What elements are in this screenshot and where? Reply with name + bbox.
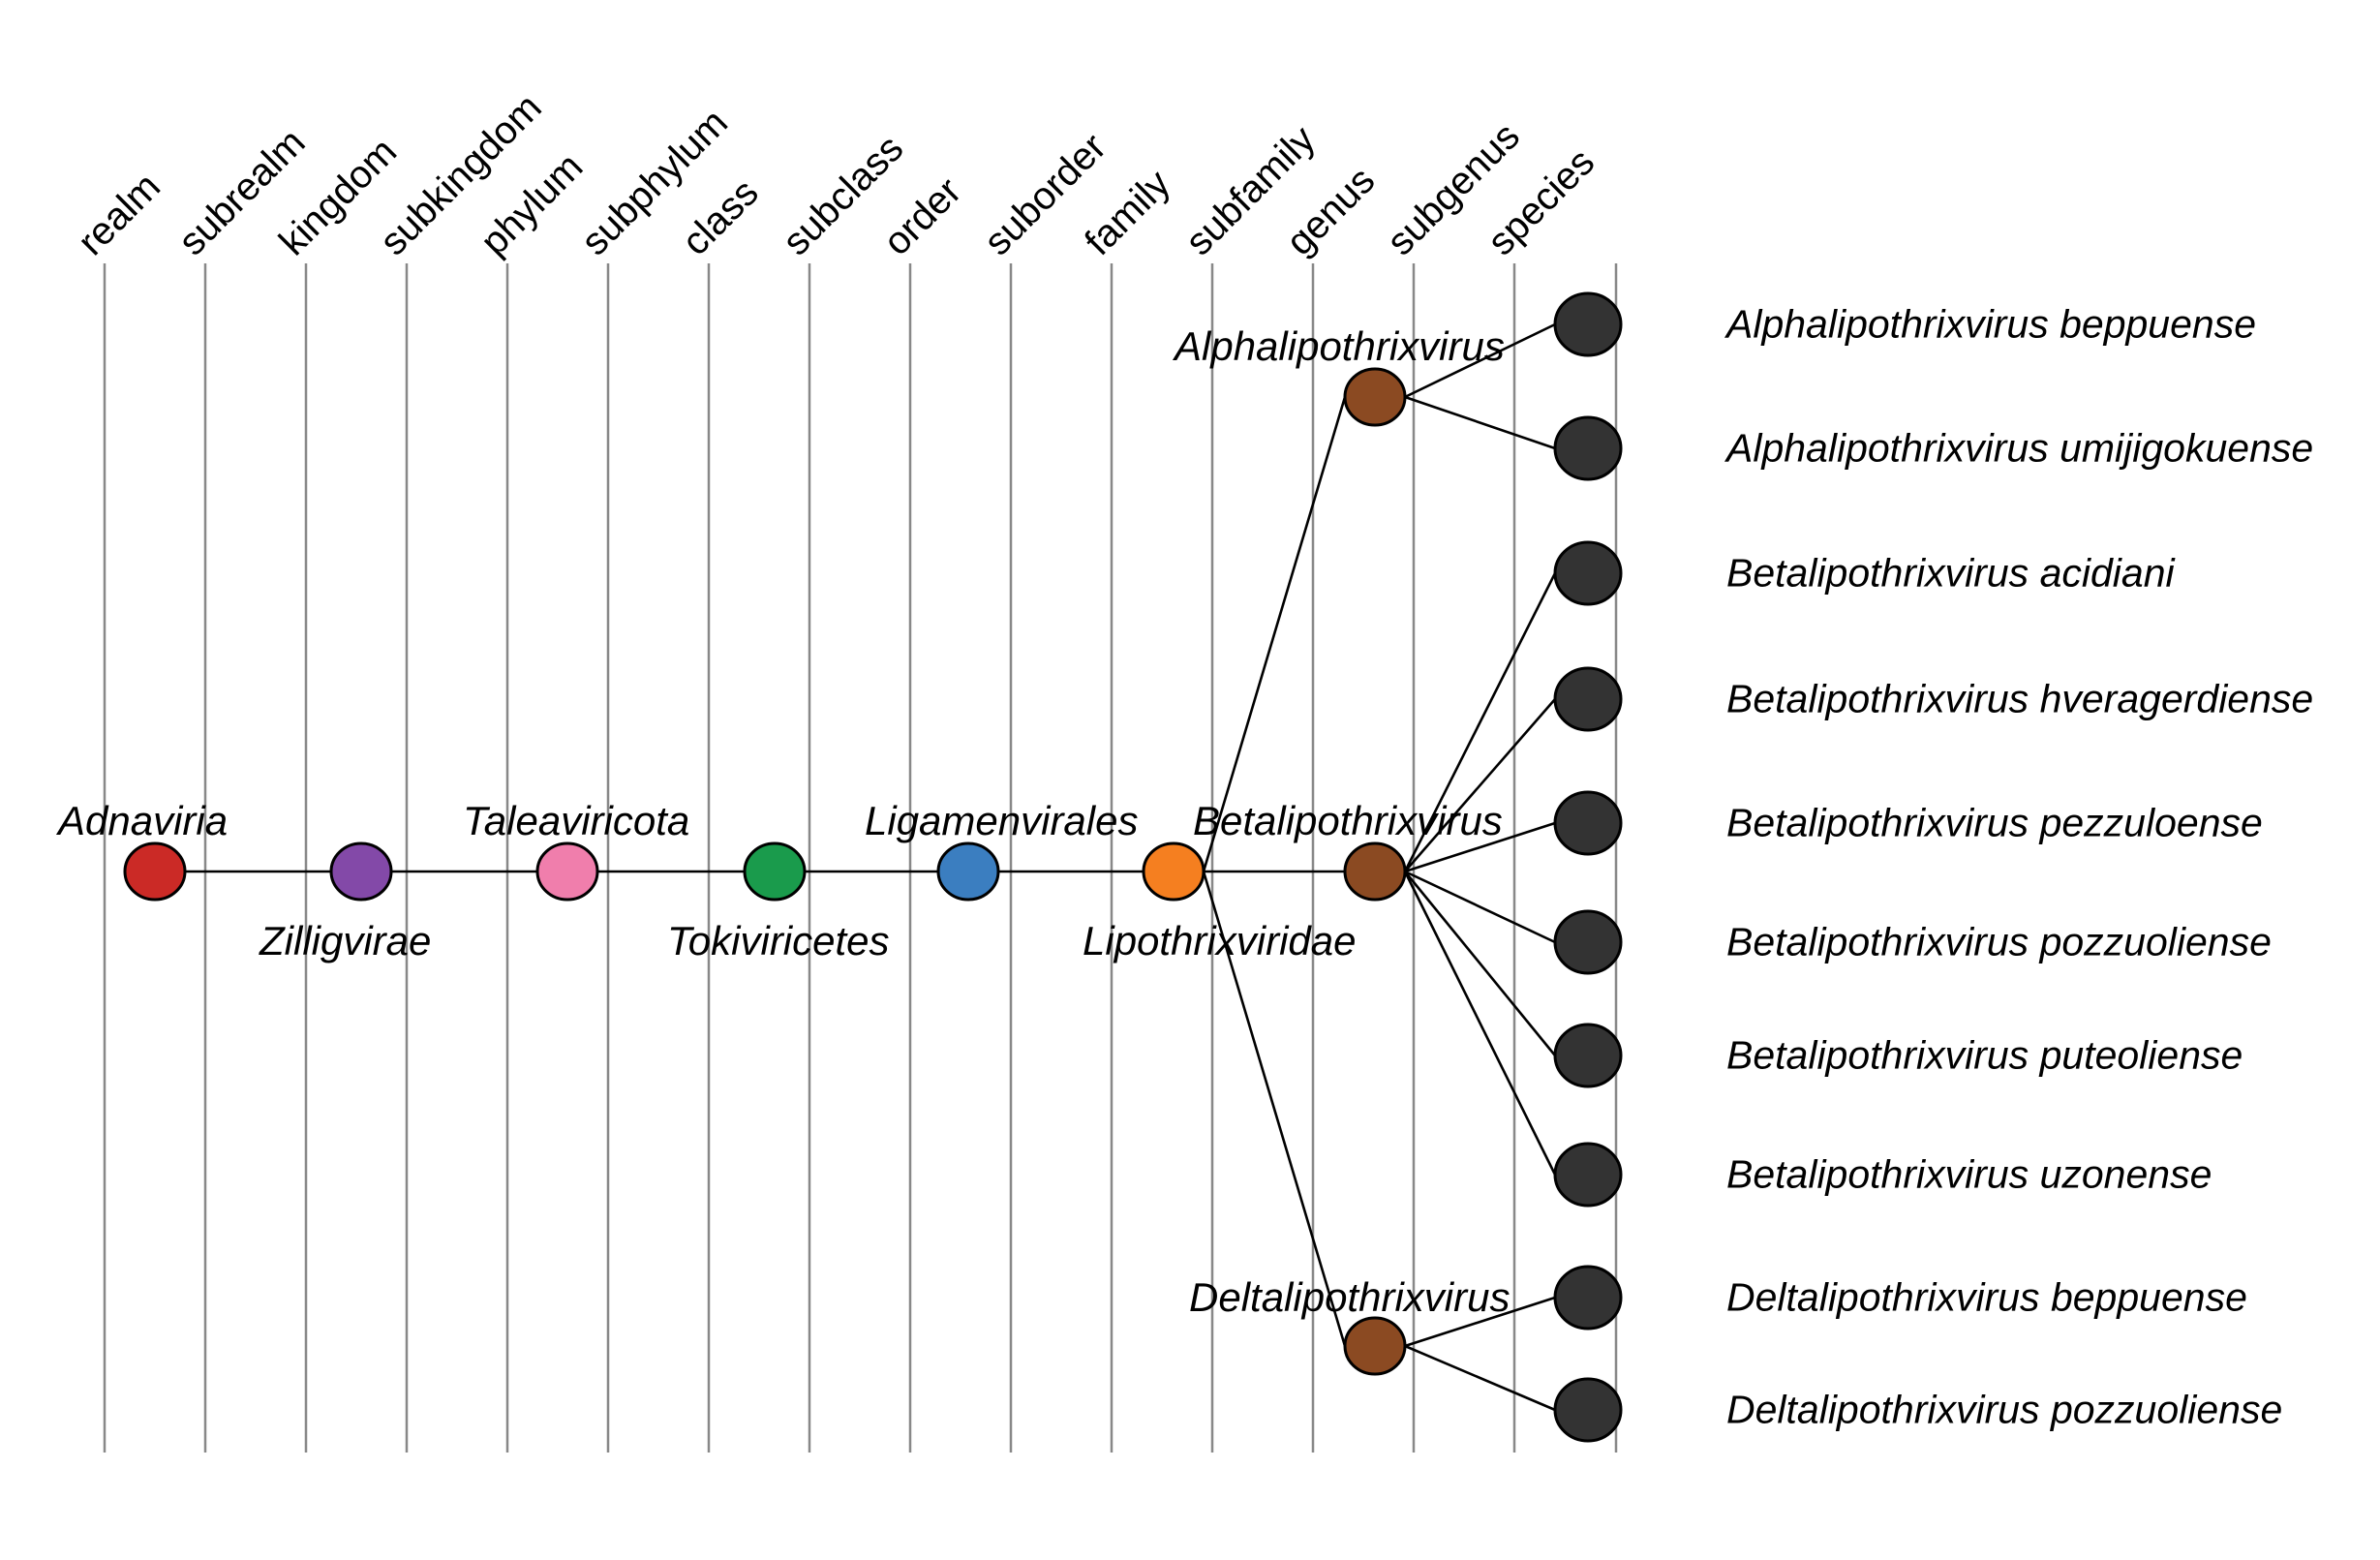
taxon-label-alphalipothrixvirus: Alphalipothrixvirus: [1175, 323, 1505, 369]
taxon-node-tokiviricetes[interactable]: [743, 841, 807, 902]
taxon-node-betalipothrixvirus[interactable]: [1343, 841, 1407, 902]
species-label-sp10: Deltalipothrixvirus pozzuoliense: [1726, 1387, 2283, 1432]
edge-alphalipothrixvirus-to-sp2: [1404, 395, 1556, 450]
rank-gridlines: [103, 263, 1618, 1453]
taxon-node-adnaviria[interactable]: [123, 841, 187, 902]
species-node-sp3[interactable]: [1553, 540, 1623, 606]
edge-deltalipothrixvirus-to-sp10: [1404, 1344, 1556, 1412]
species-label-sp6: Betalipothrixvirus pozzuoliense: [1726, 919, 2272, 964]
edge-betalipothrixvirus-to-sp3: [1403, 572, 1557, 872]
species-label-sp3: Betalipothrixvirus acidiani: [1726, 550, 2175, 596]
species-node-sp1[interactable]: [1553, 291, 1623, 357]
taxon-label-lipothrixviridae: Lipothrixviridae: [1083, 918, 1357, 964]
taxon-label-deltalipothrixvirus: Deltalipothrixvirus: [1189, 1274, 1510, 1320]
edge-deltalipothrixvirus-to-sp9: [1404, 1296, 1556, 1348]
species-node-sp6[interactable]: [1553, 909, 1623, 975]
species-node-sp8[interactable]: [1553, 1142, 1623, 1208]
taxon-label-ligamenvirales: Ligamenvirales: [865, 798, 1139, 843]
edge-lipothrixviridae-to-alphalipothrixvirus: [1202, 396, 1347, 872]
edge-betalipothrixvirus-to-sp5: [1404, 821, 1556, 873]
edge-betalipothrixvirus-to-sp8: [1403, 871, 1557, 1176]
taxonomy-nodes: [123, 291, 1623, 1443]
species-label-sp8: Betalipothrixvirus uzonense: [1726, 1151, 2212, 1197]
species-node-sp9[interactable]: [1553, 1265, 1623, 1331]
taxon-node-taleaviricota[interactable]: [535, 841, 599, 902]
taxon-label-taleaviricota: Taleaviricota: [463, 798, 690, 843]
edge-betalipothrixvirus-to-sp7: [1403, 871, 1557, 1056]
taxon-node-zilligvirae[interactable]: [329, 841, 393, 902]
species-label-sp1: Alphalipothrixvirus beppuense: [1726, 301, 2257, 347]
taxon-node-deltalipothrixvirus[interactable]: [1343, 1316, 1407, 1376]
taxon-label-tokiviricetes: Tokiviricetes: [667, 918, 890, 964]
species-node-sp7[interactable]: [1553, 1023, 1623, 1088]
species-node-sp10[interactable]: [1553, 1377, 1623, 1443]
edge-betalipothrixvirus-to-sp6: [1404, 870, 1556, 944]
taxon-node-alphalipothrixvirus[interactable]: [1343, 367, 1407, 427]
edge-lipothrixviridae-to-deltalipothrixvirus: [1202, 871, 1347, 1347]
taxon-label-adnaviria: Adnaviria: [58, 798, 229, 843]
species-node-sp5[interactable]: [1553, 790, 1623, 856]
species-label-sp5: Betalipothrixvirus pezzuloense: [1726, 800, 2263, 845]
edge-alphalipothrixvirus-to-sp1: [1404, 322, 1556, 399]
species-label-sp4: Betalipothrixvirus hveragerdiense: [1726, 676, 2314, 721]
species-label-sp2: Alphalipothrixvirus umijigokuense: [1726, 425, 2314, 471]
taxon-label-betalipothrixvirus: Betalipothrixvirus: [1193, 798, 1503, 843]
species-label-sp9: Deltalipothrixvirus beppuense: [1726, 1274, 2247, 1320]
species-node-sp4[interactable]: [1553, 666, 1623, 732]
taxon-node-lipothrixviridae[interactable]: [1142, 841, 1205, 902]
taxon-label-zilligvirae: Zilligvirae: [259, 918, 432, 964]
taxonomy-edges: [185, 322, 1557, 1412]
species-node-sp2[interactable]: [1553, 415, 1623, 481]
edge-betalipothrixvirus-to-sp4: [1404, 698, 1556, 872]
species-label-sp7: Betalipothrixvirus puteoliense: [1726, 1032, 2243, 1078]
taxon-node-ligamenvirales[interactable]: [936, 841, 1000, 902]
